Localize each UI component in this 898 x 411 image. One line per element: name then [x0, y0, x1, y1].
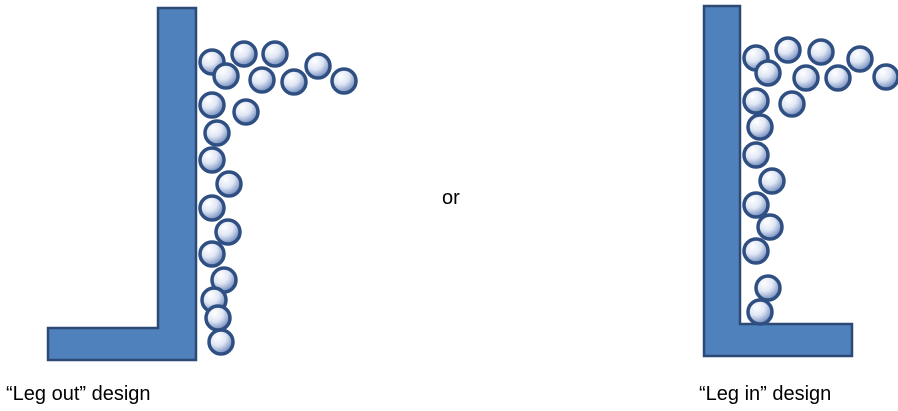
- leg-in-ball: [742, 191, 770, 219]
- leg-out-ball: [198, 194, 226, 222]
- leg-in-ball: [756, 213, 784, 241]
- leg-in-ball: [778, 90, 806, 118]
- leg-in-ball: [792, 64, 820, 92]
- leg-out-ball: [230, 40, 258, 68]
- leg-out-ball: [212, 62, 240, 90]
- leg-out-balls: [198, 40, 358, 356]
- leg-in-caption: “Leg in” design: [699, 383, 832, 405]
- leg-out-ball: [214, 218, 242, 246]
- leg-out-ball: [215, 170, 243, 198]
- leg-in-ball: [807, 38, 835, 66]
- leg-in-ball: [746, 298, 774, 326]
- leg-out-ball: [203, 119, 231, 147]
- or-connector-text: or: [442, 187, 460, 209]
- leg-out-ball: [198, 240, 226, 268]
- leg-in-ball: [742, 237, 770, 265]
- leg-out-ball: [232, 98, 260, 126]
- leg-out-ball: [204, 304, 232, 332]
- leg-in-ball: [824, 64, 852, 92]
- leg-in-ball: [746, 113, 774, 141]
- leg-out-ball: [198, 146, 226, 174]
- leg-in-ball: [774, 36, 802, 64]
- leg-in-balls: [742, 36, 898, 326]
- leg-in-ball: [742, 141, 770, 169]
- leg-out-bracket: [46, 6, 198, 362]
- leg-out-ball: [207, 328, 235, 356]
- leg-in-ball: [754, 59, 782, 87]
- leg-in-ball: [754, 274, 782, 302]
- leg-in-ball: [742, 87, 770, 115]
- leg-in-ball: [846, 45, 874, 73]
- leg-out-ball: [280, 68, 308, 96]
- leg-out-ball: [198, 91, 226, 119]
- leg-out-caption: “Leg out” design: [6, 383, 151, 405]
- leg-out-ball: [330, 67, 358, 95]
- leg-out-ball: [261, 40, 289, 68]
- leg-in-bracket: [702, 4, 854, 358]
- leg-in-ball: [872, 63, 898, 91]
- leg-out-diagram: [46, 6, 358, 362]
- leg-out-ball: [304, 52, 332, 80]
- leg-out-ball: [248, 66, 276, 94]
- leg-in-diagram: [702, 4, 898, 358]
- leg-in-ball: [758, 167, 786, 195]
